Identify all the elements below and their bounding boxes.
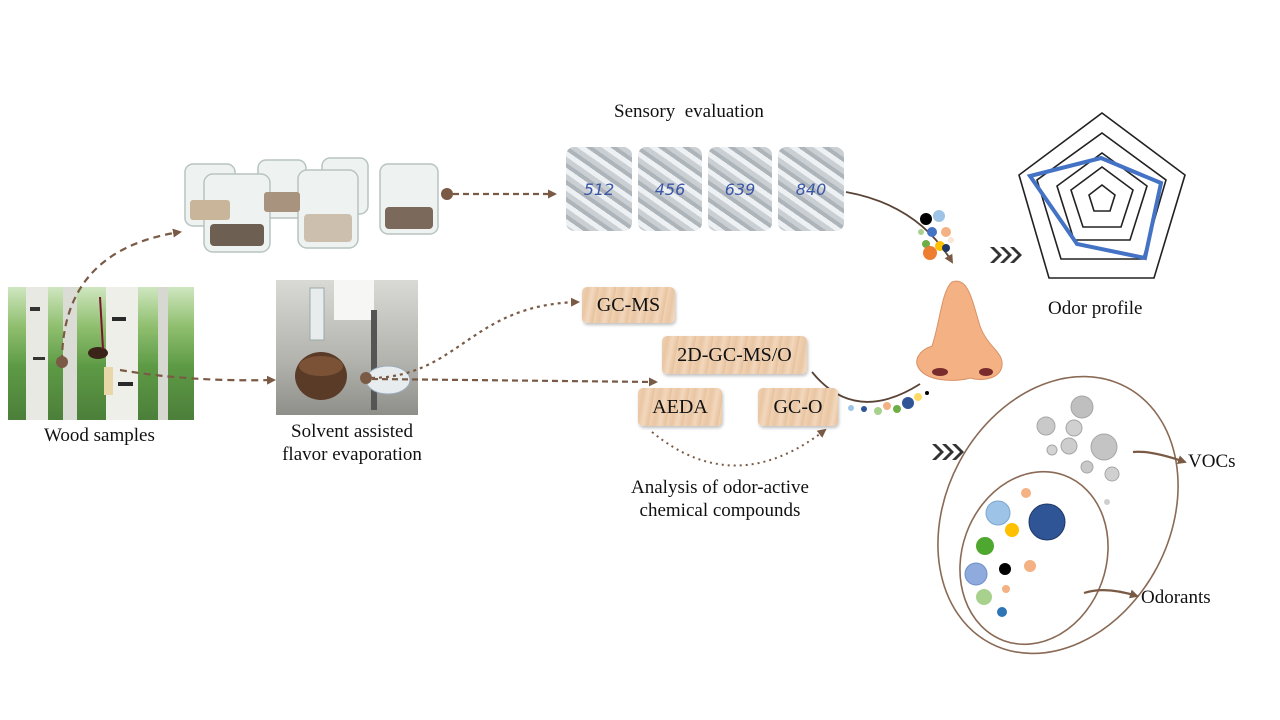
arrow-wood-to-jars — [60, 228, 182, 363]
gco-label: GC-O — [773, 395, 823, 418]
safe-label-line2: flavor evaporation — [282, 444, 422, 465]
analysis-label: Analysis of odor-active chemical compoun… — [600, 476, 840, 522]
sensory-evaluation-label: Sensory evaluation — [614, 101, 764, 122]
safe-apparatus-photo — [276, 280, 418, 415]
nose-icon — [916, 280, 1003, 381]
odorants-pointer — [1083, 589, 1139, 599]
jar-code-label: 840 — [795, 179, 827, 199]
gcms-box: GC-MS — [582, 287, 675, 323]
gco-box: GC-O — [758, 388, 838, 426]
coded-jar: 639 — [708, 147, 772, 231]
wood-samples-label: Wood samples — [44, 425, 155, 446]
jar-code-label: 456 — [654, 179, 686, 199]
vocs-pointer — [1132, 450, 1187, 464]
gc2d-label: 2D-GC-MS/O — [677, 343, 792, 366]
odorants-label: Odorants — [1141, 587, 1211, 608]
odor-profile-radar — [1018, 112, 1186, 279]
odorant-dots-cluster — [918, 210, 954, 260]
coded-jar: 512 — [566, 147, 632, 231]
gc2d-box: 2D-GC-MS/O — [662, 336, 807, 374]
arrow-gc-to-nose — [811, 371, 921, 403]
coded-jar: 840 — [778, 147, 844, 231]
safe-label-line1: Solvent assisted — [291, 421, 413, 442]
odor-profile-series — [1026, 155, 1164, 261]
arrow-safe-to-gcms — [371, 297, 580, 380]
voc-set-diagram — [937, 375, 1179, 655]
analysis-label-line1: Analysis of odor-active — [631, 477, 809, 498]
chevrons-icon — [932, 444, 964, 460]
safe-label: Solvent assisted flavor evaporation — [262, 420, 442, 466]
aeda-box: AEDA — [638, 388, 722, 426]
odor-profile-label: Odor profile — [1048, 298, 1143, 319]
gcms-label: GC-MS — [596, 293, 661, 316]
jar-code-label: 639 — [724, 179, 756, 199]
arrow-aeda-to-gco — [651, 428, 827, 467]
arrow-wood-to-safe — [119, 368, 276, 385]
coded-jars-photo: 512 456 639 840 — [566, 143, 846, 233]
odorant-dots-row — [848, 391, 929, 415]
jar-code-label: 512 — [583, 179, 615, 199]
arrow-safe-to-2dgc — [371, 377, 658, 387]
aeda-label: AEDA — [652, 395, 708, 418]
sample-jars-photo — [180, 152, 445, 257]
analysis-label-line2: chemical compounds — [639, 500, 801, 521]
wood-samples-photo — [8, 287, 194, 420]
vocs-label: VOCs — [1188, 451, 1236, 472]
coded-jar: 456 — [638, 147, 702, 231]
chevrons-icon — [990, 247, 1022, 263]
